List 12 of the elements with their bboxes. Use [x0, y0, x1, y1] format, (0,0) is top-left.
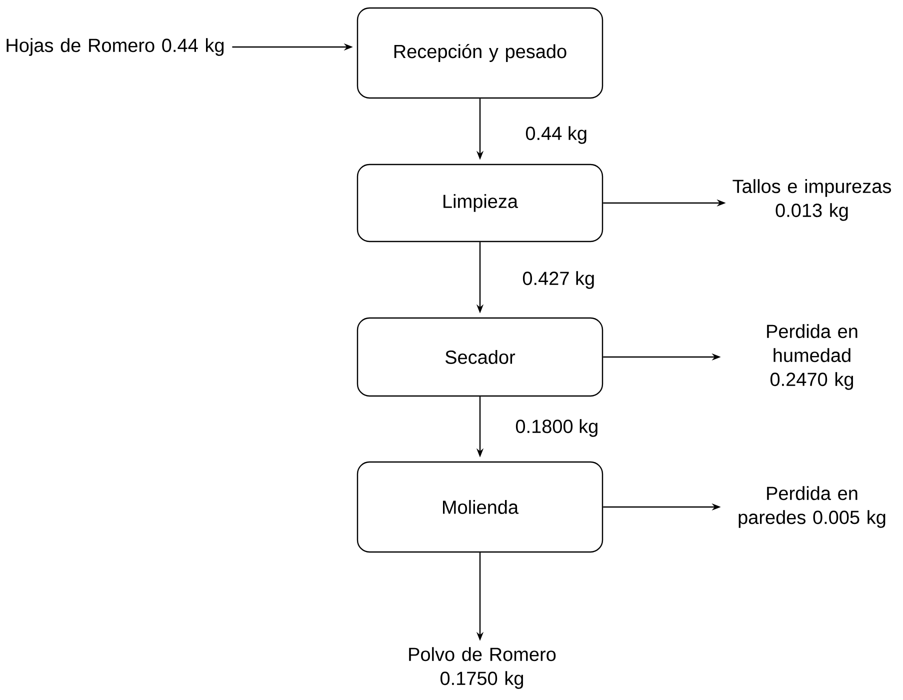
- process-box: Recepción y pesado: [356, 7, 604, 99]
- edge-label: 0.1800 kg: [513, 417, 601, 439]
- flow-text: Tallos e impurezas 0.013 kg: [732, 179, 891, 221]
- flow-text: Hojas de Romero 0.44 kg: [6, 38, 224, 56]
- process-box: Limpieza: [356, 164, 604, 242]
- process-box: Secador: [356, 317, 604, 397]
- edge-label: 0.427 kg: [520, 269, 598, 291]
- flow-text: Perdida en paredes 0.005 kg: [738, 486, 886, 528]
- edge-label: 0.44 kg: [523, 124, 590, 146]
- flow-text: Perdida en humedad 0.2470 kg: [767, 324, 858, 390]
- process-box: Molienda: [356, 461, 604, 553]
- flow-text: Polvo de Romero 0.1750 kg: [409, 647, 556, 689]
